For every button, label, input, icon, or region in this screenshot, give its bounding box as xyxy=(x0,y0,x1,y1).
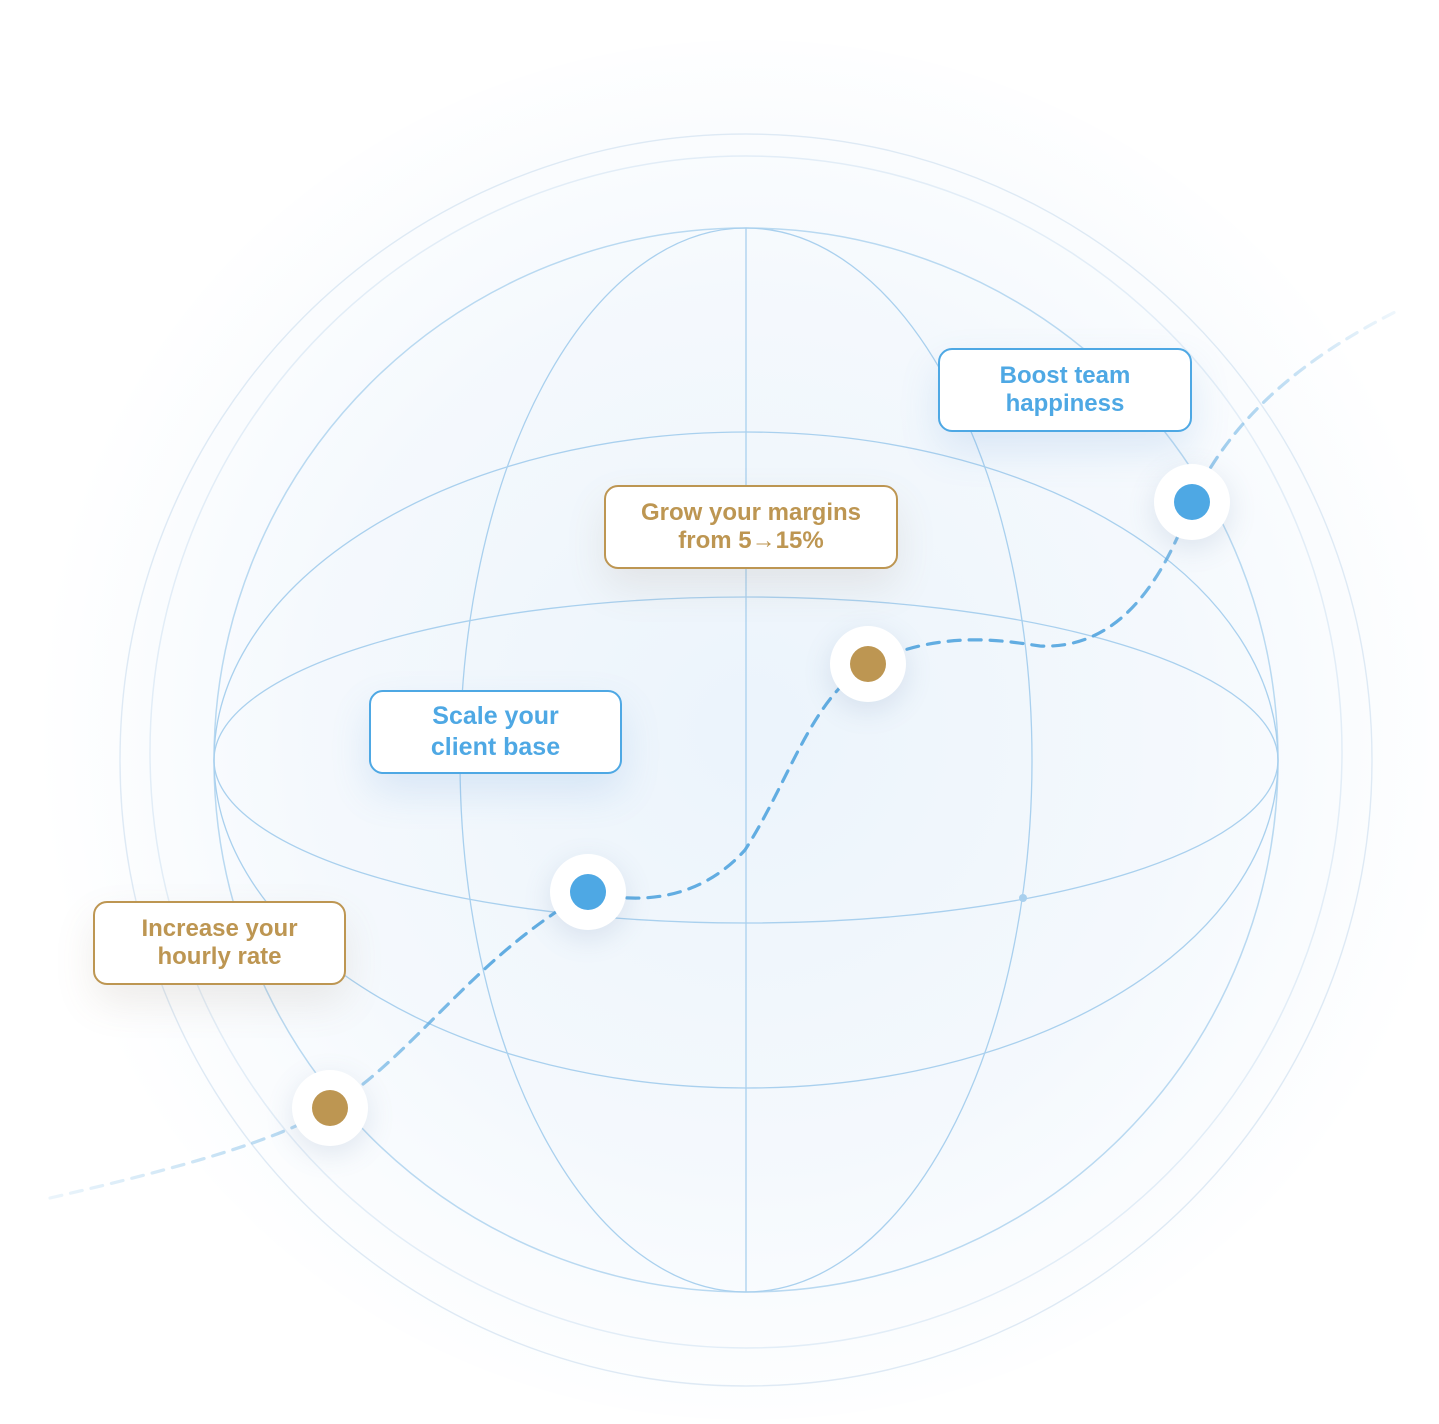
milestone-dot-margins xyxy=(830,626,906,702)
gold-dot xyxy=(312,1090,348,1126)
growth-path xyxy=(48,310,1397,1200)
blue-dot xyxy=(570,874,606,910)
milestone-label-hourly-rate: Increase your hourly rate xyxy=(93,901,346,985)
milestone-dot-client-base xyxy=(550,854,626,930)
latitude-equator xyxy=(213,596,1279,924)
outer-ring xyxy=(149,155,1343,1349)
outer-ring-mid xyxy=(119,133,1373,1387)
blue-dot xyxy=(1174,484,1210,520)
milestone-label-margins: Grow your margins from 5→15% xyxy=(604,485,898,569)
milestone-dot-hourly-rate xyxy=(292,1070,368,1146)
gold-dot xyxy=(850,646,886,682)
background-glow xyxy=(40,40,1439,1420)
grid-node xyxy=(1019,894,1027,902)
milestone-dot-team-happiness xyxy=(1154,464,1230,540)
milestone-label-client-base: Scale your client base xyxy=(369,690,622,774)
milestone-label-team-happiness: Boost team happiness xyxy=(938,348,1192,432)
